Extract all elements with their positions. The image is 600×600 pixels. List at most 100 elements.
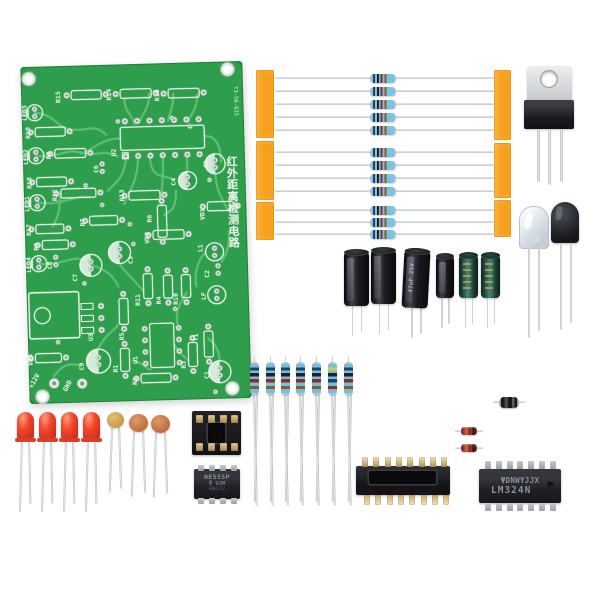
silkscreen-label: R2 [131,377,139,385]
silkscreen-label: R3 [180,361,188,369]
tape-strip [494,200,511,237]
ic-pin [517,503,524,511]
lm324-line1: ΨDNWYJJX [479,476,561,485]
pcb-title-char: 路 [229,235,241,249]
ic-pin [209,498,215,504]
taped-resistor [370,174,396,183]
taped-resistor [370,187,396,196]
cap-gold-marking [485,263,493,290]
lm324-ic: ΨDNWYJJX LM324N [479,461,561,511]
ic-pin [539,461,545,469]
ceramic-cap-leg [118,426,122,489]
silkscreen-label: R5 [118,332,126,340]
ceramic-capacitor [129,414,148,432]
silkscreen-label: C9 [78,362,86,370]
diode-lead [455,430,461,432]
electrolytic-capacitor [481,252,500,298]
socket-pin [362,457,368,467]
ne555-ic: NE555P Ψ 93M 0N0212 [194,465,240,504]
capacitor-leg [378,304,381,334]
pcb-title-char: 离 [227,189,238,203]
silkscreen-label: R10 [172,293,180,305]
silkscreen-label: R6 [146,215,154,223]
diode-lead [455,447,461,449]
capacitor-leg [493,298,496,324]
socket-contact [231,415,238,423]
socket-pin [418,457,425,467]
glass-diode [461,427,477,435]
inductor-lead [519,401,525,403]
cap-marking-stripe [347,258,354,301]
ir-emitter-led [519,206,549,249]
ir-receiver-led [551,202,579,243]
taped-resistor [370,74,396,83]
capacitor-leg [471,298,474,324]
taped-resistor [370,230,396,239]
electrolytic-capacitor [436,253,454,298]
socket-pin [420,495,427,505]
ic-pin [485,503,491,511]
silkscreen-label: U1 [131,356,139,364]
capacitor-leg [486,298,489,328]
lm324-part-number: LM324N [491,485,532,496]
silkscreen-label: R13 [118,189,126,201]
socket-contact [220,443,227,451]
taped-resistor [370,113,396,122]
to220-leg [537,129,541,182]
silkscreen-label: R17 [25,224,33,236]
ic-pin [506,461,513,469]
ic-pin [209,465,215,471]
tape-strip [256,141,274,200]
upright-resistor [296,362,305,395]
silkscreen-label: R11 [134,294,142,306]
silkscreen-label: L1 [196,244,204,252]
socket-pin [407,457,414,467]
socket-pin [375,495,382,505]
silkscreen-label: R18 [25,177,33,189]
silkscreen-label: VD3 [26,354,34,366]
pcb-substrate [19,60,253,405]
ceramic-capacitor [107,412,124,428]
ic-pin [485,461,491,469]
ir-receiver-leg [570,243,573,323]
socket-pin [364,495,370,505]
ceramic-cap-leg [164,431,168,494]
dip8-socket [192,411,241,455]
taped-resistor [370,100,396,109]
tape-strip [256,202,274,240]
ti-logo-icon: Ψ [500,475,506,486]
silkscreen-label: VD1 [198,208,206,220]
pcb-title-char: 检 [228,201,239,215]
ne555-marking: NE555P [204,473,230,481]
upright-resistor [312,362,321,395]
ne555-line2: Ψ 93M [194,481,240,487]
ic-pin [506,503,513,511]
taped-resistor [370,218,396,227]
silkscreen-label: C3 [127,256,135,264]
pcb-title-char: 外 [226,166,238,180]
silkscreen-label: LED4 [25,257,33,273]
capacitor-leg [420,308,422,334]
silkscreen-label: R15 [54,91,62,103]
electrolytic-capacitor: 47uF 25V [401,250,431,309]
upright-resistor-lead [315,356,318,363]
silkscreen-label: R8 [45,151,53,159]
socket-contact [220,415,227,423]
socket-pin [386,495,393,505]
silkscreen-label: VD2 [143,232,151,244]
ic-pin [495,503,502,511]
ceramic-cap-leg [142,430,146,493]
ir-emitter-leg [538,247,541,331]
silkscreen-label: R14 [105,89,113,101]
pcb-title-char: 距 [227,178,238,191]
diode-lead [477,447,483,449]
socket-contact [196,443,203,451]
silkscreen-label: R1 [112,365,120,373]
upright-resistor-lead [331,356,334,363]
red-led [15,412,36,442]
electrolytic-capacitor [344,249,369,306]
red-led-leg [72,437,76,505]
taped-resistor [370,206,396,215]
